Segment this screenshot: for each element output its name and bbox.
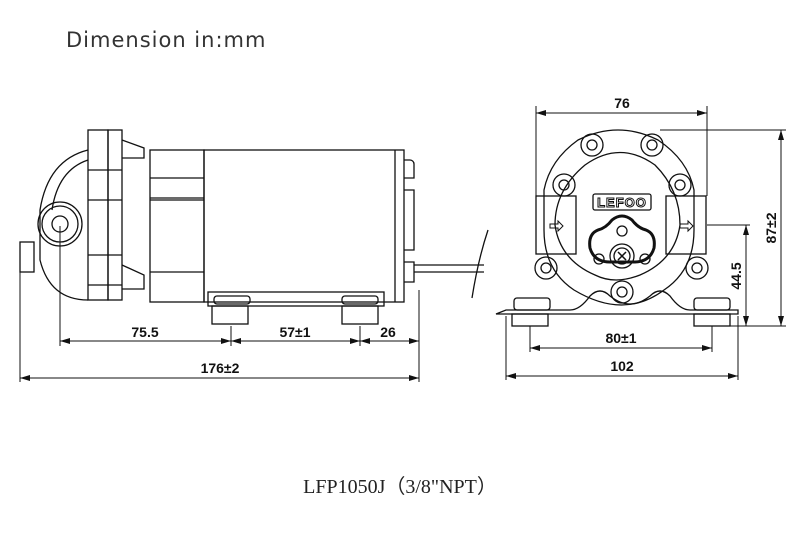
- dim-foot-to-end: 26: [380, 324, 396, 340]
- brand-label: LEFOO: [597, 195, 647, 210]
- dim-overall-height: 87±2: [763, 212, 779, 243]
- side-view: [19, 129, 489, 325]
- motor-body: [203, 149, 405, 303]
- front-dimensions: [505, 106, 786, 380]
- dim-inlet-to-foot: 75.5: [131, 324, 158, 340]
- dim-base-width: 102: [610, 358, 634, 374]
- dim-mount-hole-spacing: 80±1: [605, 330, 636, 346]
- brand-badge: LEFOO: [592, 193, 652, 211]
- units-label: Dimension in:mm: [66, 28, 267, 52]
- model-label: LFP1050J（3/8"NPT）: [303, 476, 497, 498]
- dim-overall-length: 176±2: [201, 360, 240, 376]
- dim-head-width: 76: [614, 95, 630, 111]
- dim-port-height: 44.5: [728, 262, 744, 289]
- dim-foot-spacing: 57±1: [279, 324, 310, 340]
- side-dimensions: [19, 226, 420, 382]
- front-view: [495, 129, 739, 327]
